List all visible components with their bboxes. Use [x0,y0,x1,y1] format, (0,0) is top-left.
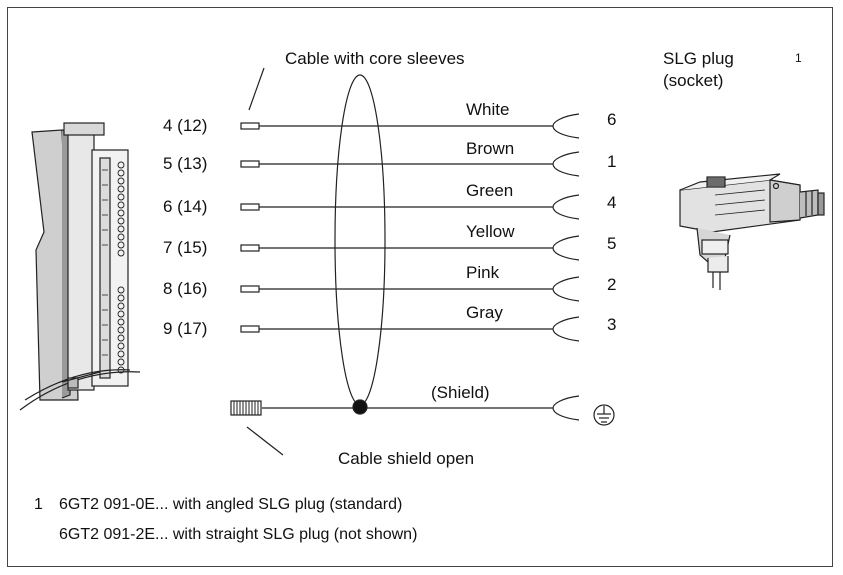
slg-plug-label: SLG plug [663,49,734,68]
top-label-pointer [248,67,265,111]
footnote-line-2: 6GT2 091-2E... with straight SLG plug (n… [59,526,418,543]
cable-shield-open-label: Cable shield open [338,449,475,468]
pin-number: 2 [607,275,617,294]
plug-footnote-marker: 1 [795,51,802,65]
pin-number: 6 [607,110,617,129]
wire-color-label: Brown [466,139,515,158]
footnote-line-1: 6GT2 091-0E... with angled SLG plug (sta… [59,496,403,513]
wire-color-label: White [466,100,510,119]
wire-color-label: Yellow [466,222,515,241]
pin-number: 4 [607,193,617,212]
diagram-frame [7,7,833,567]
bottom-label-pointer [246,426,284,456]
ground-symbol-icon [593,404,615,426]
shield-label: (Shield) [431,383,490,402]
terminal-label: 4 (12) [163,116,208,135]
slg-plug-socket-label: (socket) [663,71,724,90]
terminal-block-illustration [19,122,141,411]
pin-number: 5 [607,234,617,253]
wire-color-label: Green [466,181,514,200]
pin-number: 3 [607,315,617,334]
wire-bundle [230,74,580,421]
wire-color-label: Pink [466,263,500,282]
slg-plug-illustration [679,173,825,290]
cable-core-sleeves-label: Cable with core sleeves [285,49,465,68]
terminal-label: 5 (13) [163,154,208,173]
wire-color-label: Gray [466,303,503,322]
pin-number: 1 [607,152,617,171]
footnote-number: 1 [34,496,43,513]
terminal-label: 6 (14) [163,197,208,216]
terminal-label: 9 (17) [163,319,208,338]
terminal-label: 8 (16) [163,279,208,298]
terminal-label: 7 (15) [163,238,208,257]
